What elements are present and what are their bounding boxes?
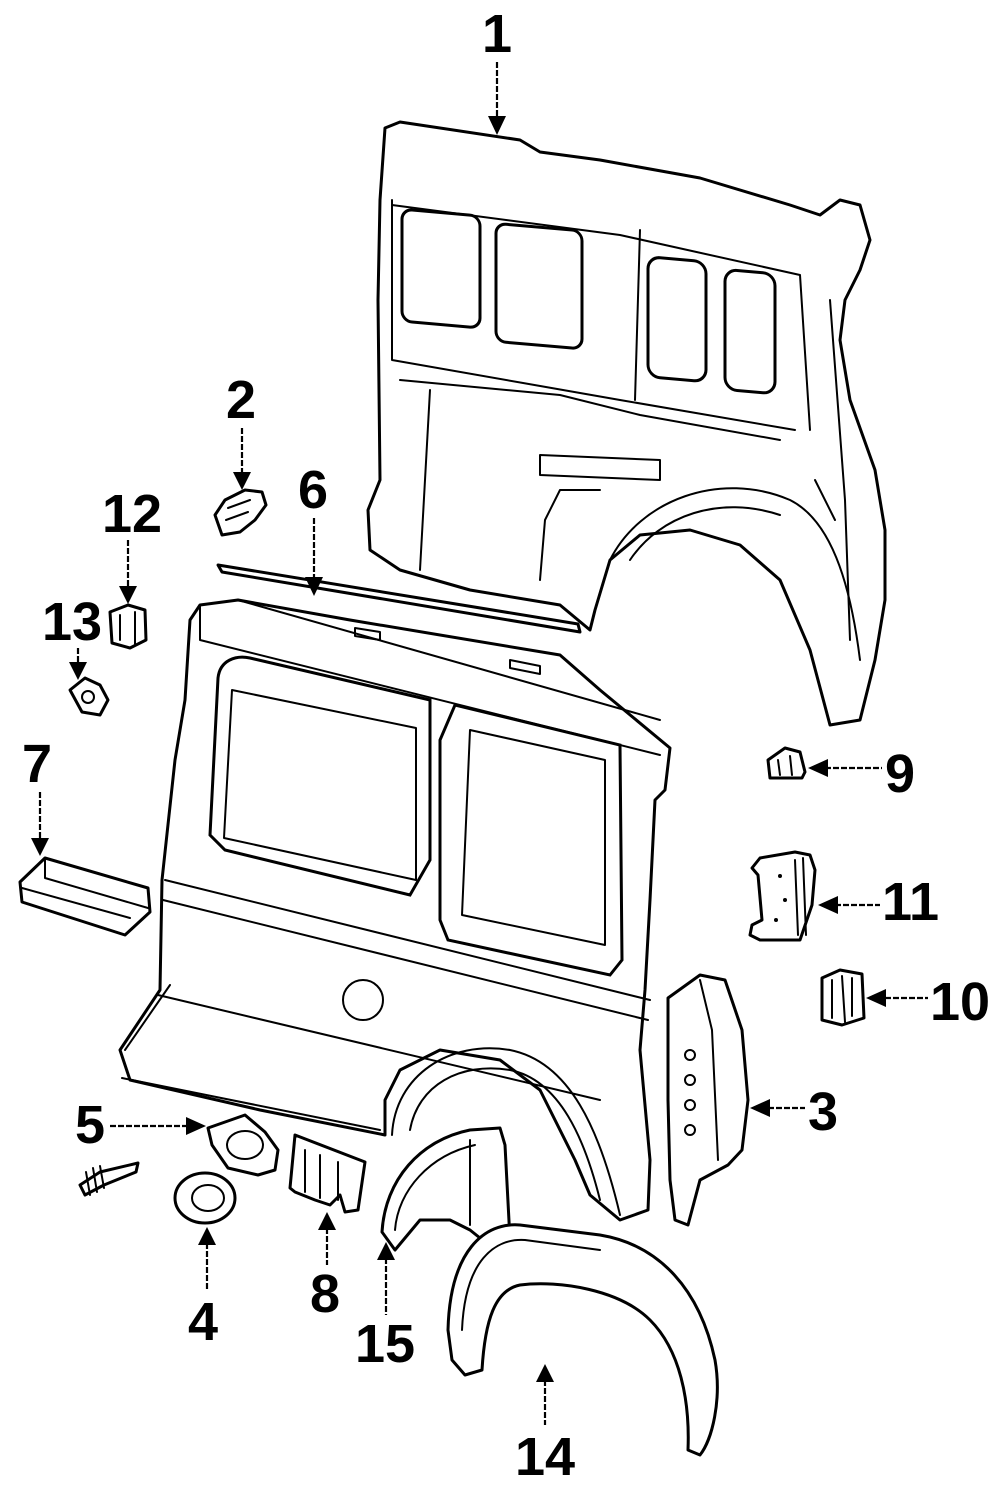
callout-number: 14 (515, 1427, 575, 1487)
callout-number: 5 (75, 1095, 105, 1155)
callout-number: 13 (42, 592, 102, 652)
callout-number: 15 (355, 1314, 415, 1374)
part-1-quarter-panel-inner[interactable] (366, 120, 887, 727)
callout-3: 3 (750, 1082, 838, 1142)
callout-5: 5 (75, 1095, 206, 1155)
part-2-bracket[interactable] (213, 488, 268, 537)
arrowhead (488, 116, 506, 135)
outer-side-panel[interactable] (118, 598, 672, 1222)
callout-2: 2 (226, 370, 256, 490)
part-10-retainer[interactable] (820, 968, 866, 1027)
callout-number: 3 (808, 1082, 838, 1142)
callout-number: 7 (22, 734, 52, 794)
part-15-wheelhouse-liner[interactable] (380, 1126, 512, 1252)
callout-number: 9 (885, 744, 915, 804)
part-3-rear-body-pillar[interactable] (666, 973, 750, 1227)
callout-9: 9 (808, 744, 915, 804)
callout-7: 7 (22, 734, 52, 856)
part-12-nut[interactable] (108, 603, 148, 650)
part-11-hinge-plate[interactable] (748, 850, 817, 942)
callout-number: 2 (226, 370, 256, 430)
part-4-fuel-filler-housing[interactable] (173, 1171, 237, 1225)
callout-10: 10 (866, 972, 990, 1032)
callout-number: 6 (298, 460, 328, 520)
callout-number: 1 (482, 4, 512, 64)
fuel-filler-bolt[interactable] (78, 1161, 140, 1197)
part-14-wheel-flare[interactable] (446, 1223, 719, 1457)
callout-15: 15 (355, 1242, 415, 1374)
callout-11: 11 (818, 872, 939, 932)
part-8-lower-bracket[interactable] (288, 1133, 367, 1214)
callout-14: 14 (515, 1364, 575, 1487)
callout-8: 8 (310, 1212, 340, 1324)
callout-number: 11 (882, 872, 939, 932)
callout-number: 12 (102, 484, 162, 544)
callout-12: 12 (102, 484, 162, 604)
part-7-rocker-extension[interactable] (18, 856, 152, 937)
part-5-fuel-door-gasket[interactable] (206, 1113, 280, 1177)
callout-number: 4 (188, 1292, 218, 1352)
callout-number: 10 (930, 972, 990, 1032)
callout-4: 4 (188, 1227, 218, 1352)
callout-number: 8 (310, 1264, 340, 1324)
callout-1: 1 (482, 4, 512, 135)
callout-6: 6 (298, 460, 328, 596)
part-9-clip[interactable] (766, 746, 807, 780)
part-13-grommet[interactable] (68, 676, 110, 717)
callout-13: 13 (42, 592, 102, 680)
